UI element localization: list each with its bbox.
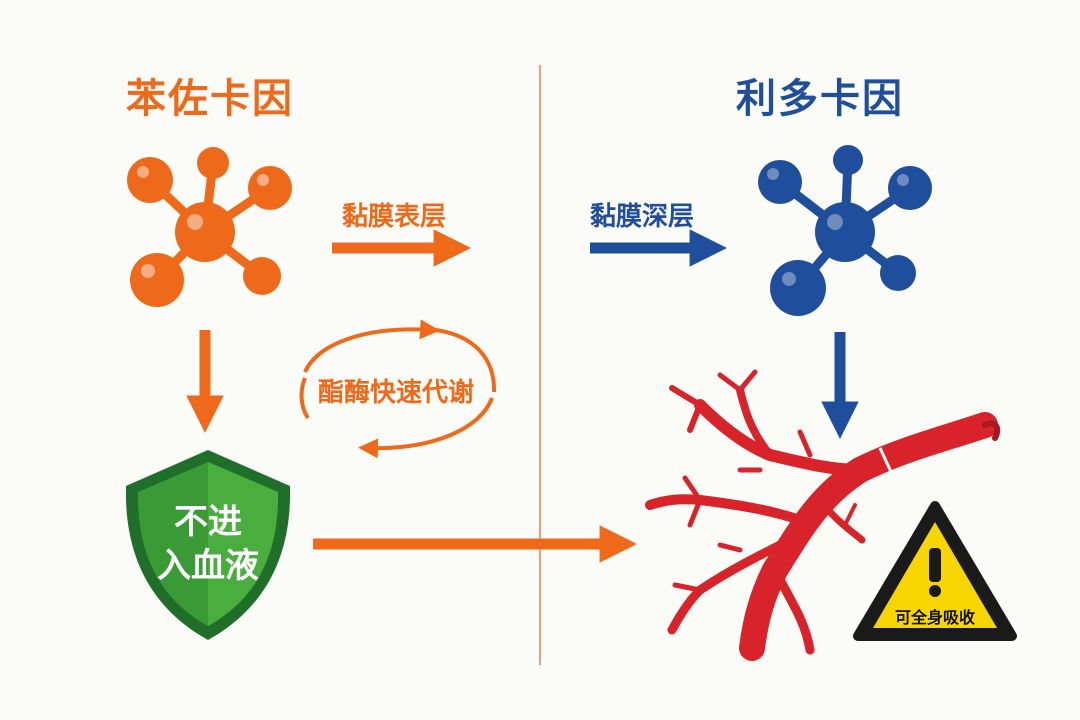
molecule-icon-orange (127, 147, 292, 307)
molecule-icon-blue (758, 145, 932, 316)
metabolism-cycle-icon (299, 319, 497, 459)
surface-label: 黏膜表层 (342, 202, 447, 232)
shield-icon (125, 450, 291, 640)
shield-line-2: 入血液 (157, 546, 259, 586)
blood-vessel-icon (645, 369, 1001, 661)
vessel-highlight (878, 447, 894, 475)
shield-line-1: 不进 (174, 502, 242, 542)
left-title: 苯佐卡因 (126, 76, 294, 122)
metabolism-label: 酯酶快速代谢 (318, 378, 475, 408)
warning-icon (853, 501, 1017, 641)
warning-label: 可全身吸收 (894, 608, 975, 627)
deep-label: 黏膜深层 (590, 202, 695, 232)
right-title: 利多卡因 (736, 76, 904, 122)
